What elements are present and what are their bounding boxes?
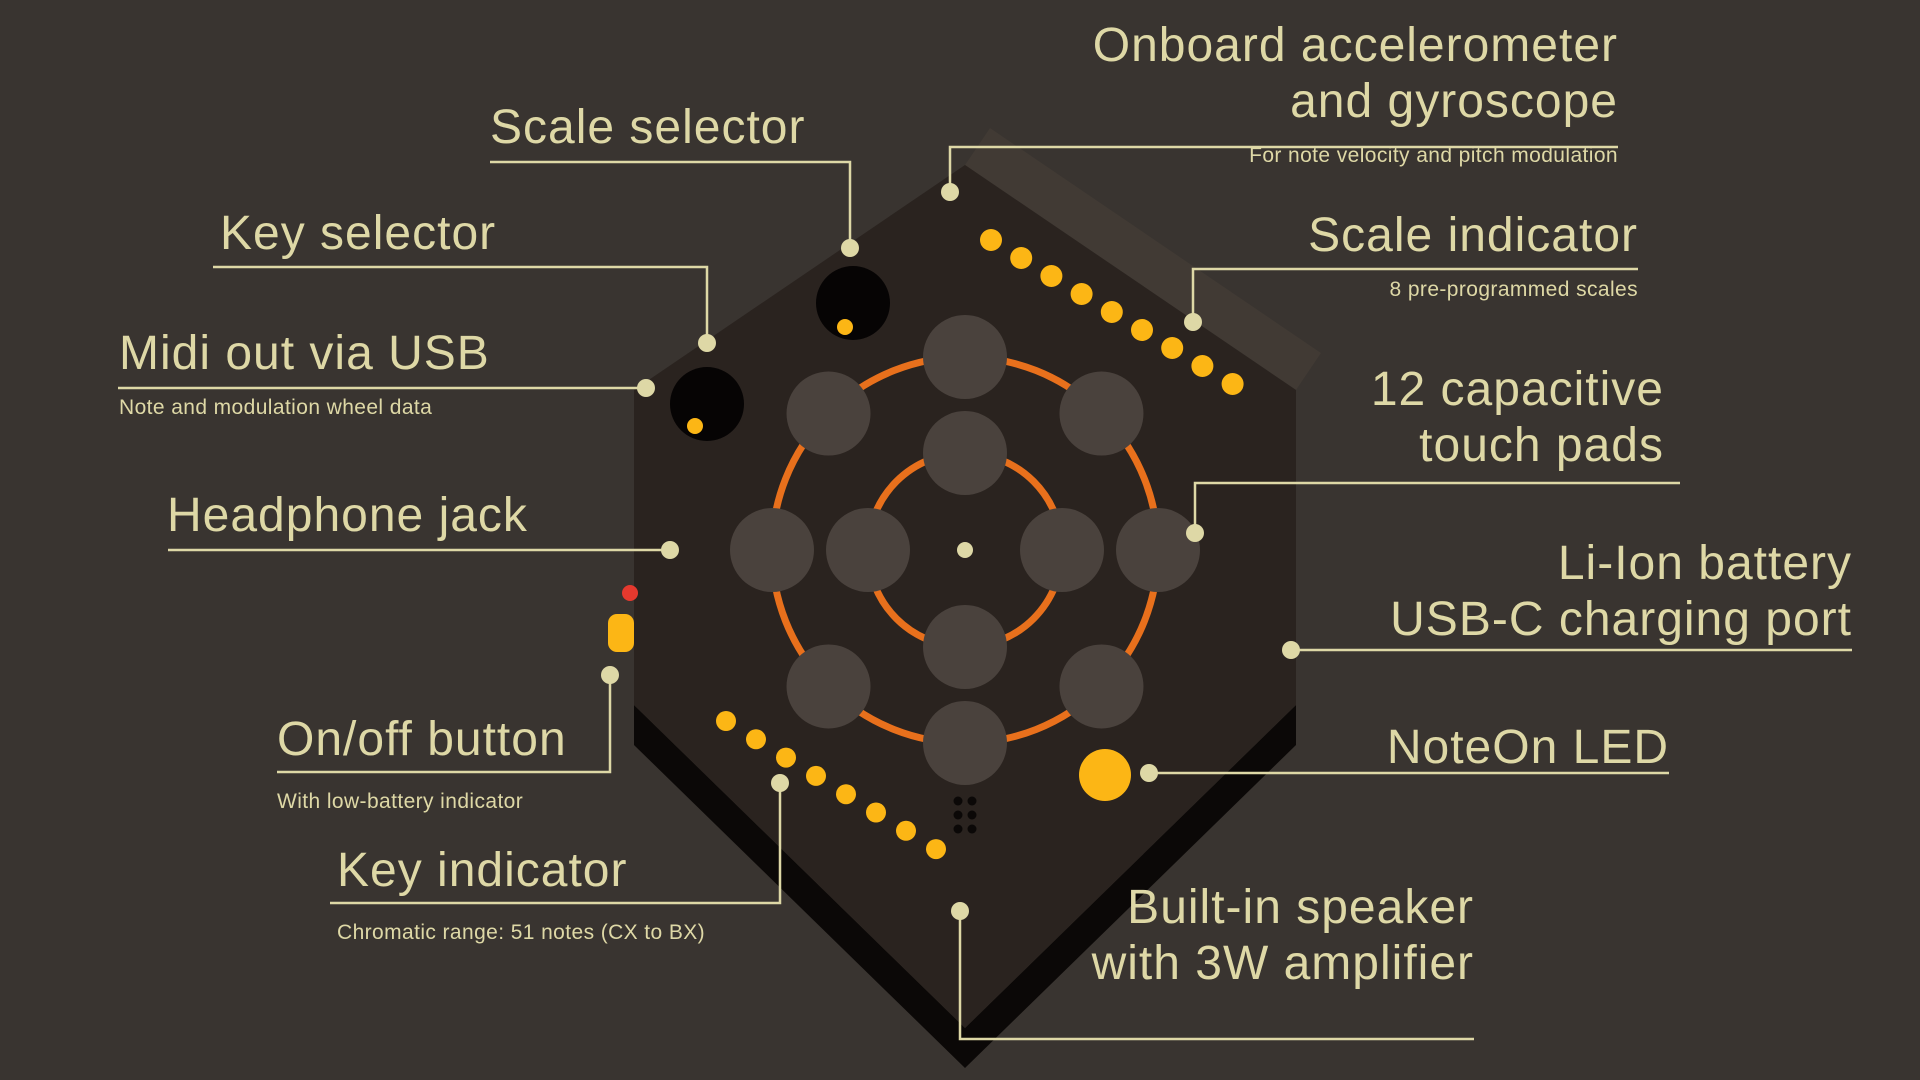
low-battery-led bbox=[622, 585, 638, 601]
speaker-grille-dot bbox=[953, 810, 963, 820]
noteon-led bbox=[1079, 749, 1131, 801]
leader-speaker bbox=[958, 911, 1474, 1041]
scale-indicator-led bbox=[1070, 283, 1093, 305]
battery-title-line1: Li-Ion battery bbox=[1557, 537, 1852, 590]
scale-indicator-led bbox=[980, 229, 1002, 251]
scale-indicator-led bbox=[1040, 265, 1063, 287]
label-accelerometer: Onboard accelerometer and gyroscope For … bbox=[1093, 18, 1618, 168]
touch-pad[interactable] bbox=[826, 508, 910, 592]
key-indicator-led bbox=[806, 765, 826, 786]
key-indicator-led bbox=[866, 802, 886, 823]
speaker-grille-dot bbox=[967, 824, 977, 834]
touch-pads-title-line1: 12 capacitive bbox=[1370, 363, 1664, 416]
key-knob-indicator-dot bbox=[687, 418, 703, 434]
scale-indicator-led bbox=[1191, 355, 1214, 377]
leader-key-selector bbox=[213, 265, 709, 343]
pointer-dot-scale-selector bbox=[841, 239, 859, 257]
touch-pad[interactable] bbox=[923, 315, 1007, 399]
speaker-title-line2: with 3W amplifier bbox=[1091, 937, 1474, 990]
accelerometer-subtitle: For note velocity and pitch modulation bbox=[1249, 144, 1618, 167]
scale-selector-title: Scale selector bbox=[490, 101, 806, 154]
leader-scale-indicator bbox=[1191, 267, 1638, 322]
pointer-dot-battery bbox=[1282, 641, 1300, 659]
device-top-facet bbox=[965, 128, 1321, 390]
key-indicator-led bbox=[776, 747, 796, 768]
pointer-dot-key-indicator bbox=[771, 774, 789, 792]
touch-pads-title-line2: touch pads bbox=[1419, 419, 1664, 472]
pointer-dot-speaker bbox=[951, 902, 969, 920]
battery-title-line2: USB-C charging port bbox=[1390, 593, 1852, 646]
key-indicator-led bbox=[746, 729, 766, 750]
label-noteon-led: NoteOn LED bbox=[1387, 720, 1669, 776]
pointer-dot-noteon-led bbox=[1140, 764, 1158, 782]
touch-pad[interactable] bbox=[730, 508, 814, 592]
noteon-led-title: NoteOn LED bbox=[1386, 721, 1669, 774]
leader-key-indicator bbox=[330, 783, 782, 905]
midi-out-title: Midi out via USB bbox=[119, 327, 490, 380]
speaker-title-line1: Built-in speaker bbox=[1127, 881, 1474, 934]
scale-selector-knob[interactable] bbox=[816, 266, 890, 340]
scale-indicator-led bbox=[1100, 301, 1123, 323]
touch-pad[interactable] bbox=[1059, 644, 1144, 729]
on-off-title: On/off button bbox=[277, 713, 567, 766]
key-selector-knob[interactable] bbox=[670, 367, 744, 441]
speaker-grille-dot bbox=[953, 796, 963, 806]
pointer-dot-scale-indicator bbox=[1184, 313, 1202, 331]
scale-knob-indicator-dot bbox=[837, 319, 853, 335]
touch-pad[interactable] bbox=[1059, 371, 1144, 456]
key-indicator-led bbox=[926, 839, 946, 860]
pointer-dot-headphone-jack bbox=[661, 541, 679, 559]
label-headphone-jack: Headphone jack bbox=[167, 488, 528, 544]
leader-accelerometer bbox=[948, 145, 1618, 192]
label-battery: Li-Ion battery USB-C charging port bbox=[1390, 536, 1852, 648]
label-key-indicator: Key indicator Chromatic range: 51 notes … bbox=[337, 843, 705, 945]
accelerometer-title-line2: and gyroscope bbox=[1290, 75, 1618, 128]
leader-on-off bbox=[277, 675, 612, 774]
label-on-off: On/off button With low-battery indicator bbox=[277, 712, 567, 814]
scale-indicator-led bbox=[1010, 247, 1033, 269]
key-indicator-title: Key indicator bbox=[337, 844, 628, 897]
touch-pad[interactable] bbox=[923, 411, 1007, 495]
on-off-subtitle: With low-battery indicator bbox=[277, 790, 524, 813]
touch-pad[interactable] bbox=[786, 644, 871, 729]
center-dot bbox=[957, 542, 973, 558]
touch-pad[interactable] bbox=[923, 605, 1007, 689]
leader-scale-selector bbox=[490, 160, 852, 248]
pointer-dot-on-off bbox=[601, 666, 619, 684]
key-indicator-led bbox=[716, 711, 736, 731]
key-indicator-led bbox=[896, 820, 916, 841]
touch-pad[interactable] bbox=[923, 701, 1007, 785]
device-face bbox=[634, 165, 1296, 1028]
key-indicator-led bbox=[836, 784, 856, 805]
speaker-grille-dot bbox=[967, 796, 977, 806]
pointer-dot-midi-out bbox=[637, 379, 655, 397]
scale-indicator-subtitle: 8 pre-programmed scales bbox=[1389, 278, 1638, 301]
accelerometer-title-line1: Onboard accelerometer bbox=[1092, 19, 1618, 72]
scale-indicator-led bbox=[1131, 319, 1153, 341]
leader-touch-pads bbox=[1193, 481, 1680, 533]
label-scale-indicator: Scale indicator 8 pre-programmed scales bbox=[1308, 208, 1638, 302]
scale-indicator-led bbox=[1221, 373, 1244, 395]
pointer-dot-touch-pads bbox=[1186, 524, 1204, 542]
pointer-dot-accelerometer bbox=[941, 183, 959, 201]
key-indicator-subtitle: Chromatic range: 51 notes (CX to BX) bbox=[337, 921, 706, 944]
pointer-dot-key-selector bbox=[698, 334, 716, 352]
touch-pad[interactable] bbox=[1116, 508, 1200, 592]
touch-pad[interactable] bbox=[786, 371, 871, 456]
headphone-jack-title: Headphone jack bbox=[167, 489, 528, 542]
scale-indicator-title: Scale indicator bbox=[1308, 209, 1638, 262]
key-selector-title: Key selector bbox=[220, 207, 497, 260]
power-button[interactable] bbox=[608, 614, 634, 652]
speaker-grille-dot bbox=[967, 810, 977, 820]
label-touch-pads: 12 capacitive touch pads bbox=[1371, 362, 1664, 474]
label-scale-selector: Scale selector bbox=[490, 100, 805, 156]
midi-out-subtitle: Note and modulation wheel data bbox=[119, 396, 433, 419]
label-midi-out: Midi out via USB Note and modulation whe… bbox=[119, 326, 490, 420]
speaker-grille-dot bbox=[953, 824, 963, 834]
scale-indicator-led bbox=[1161, 337, 1184, 359]
label-speaker: Built-in speaker with 3W amplifier bbox=[1092, 880, 1474, 992]
touch-pad[interactable] bbox=[1020, 508, 1104, 592]
label-key-selector: Key selector bbox=[220, 206, 496, 262]
